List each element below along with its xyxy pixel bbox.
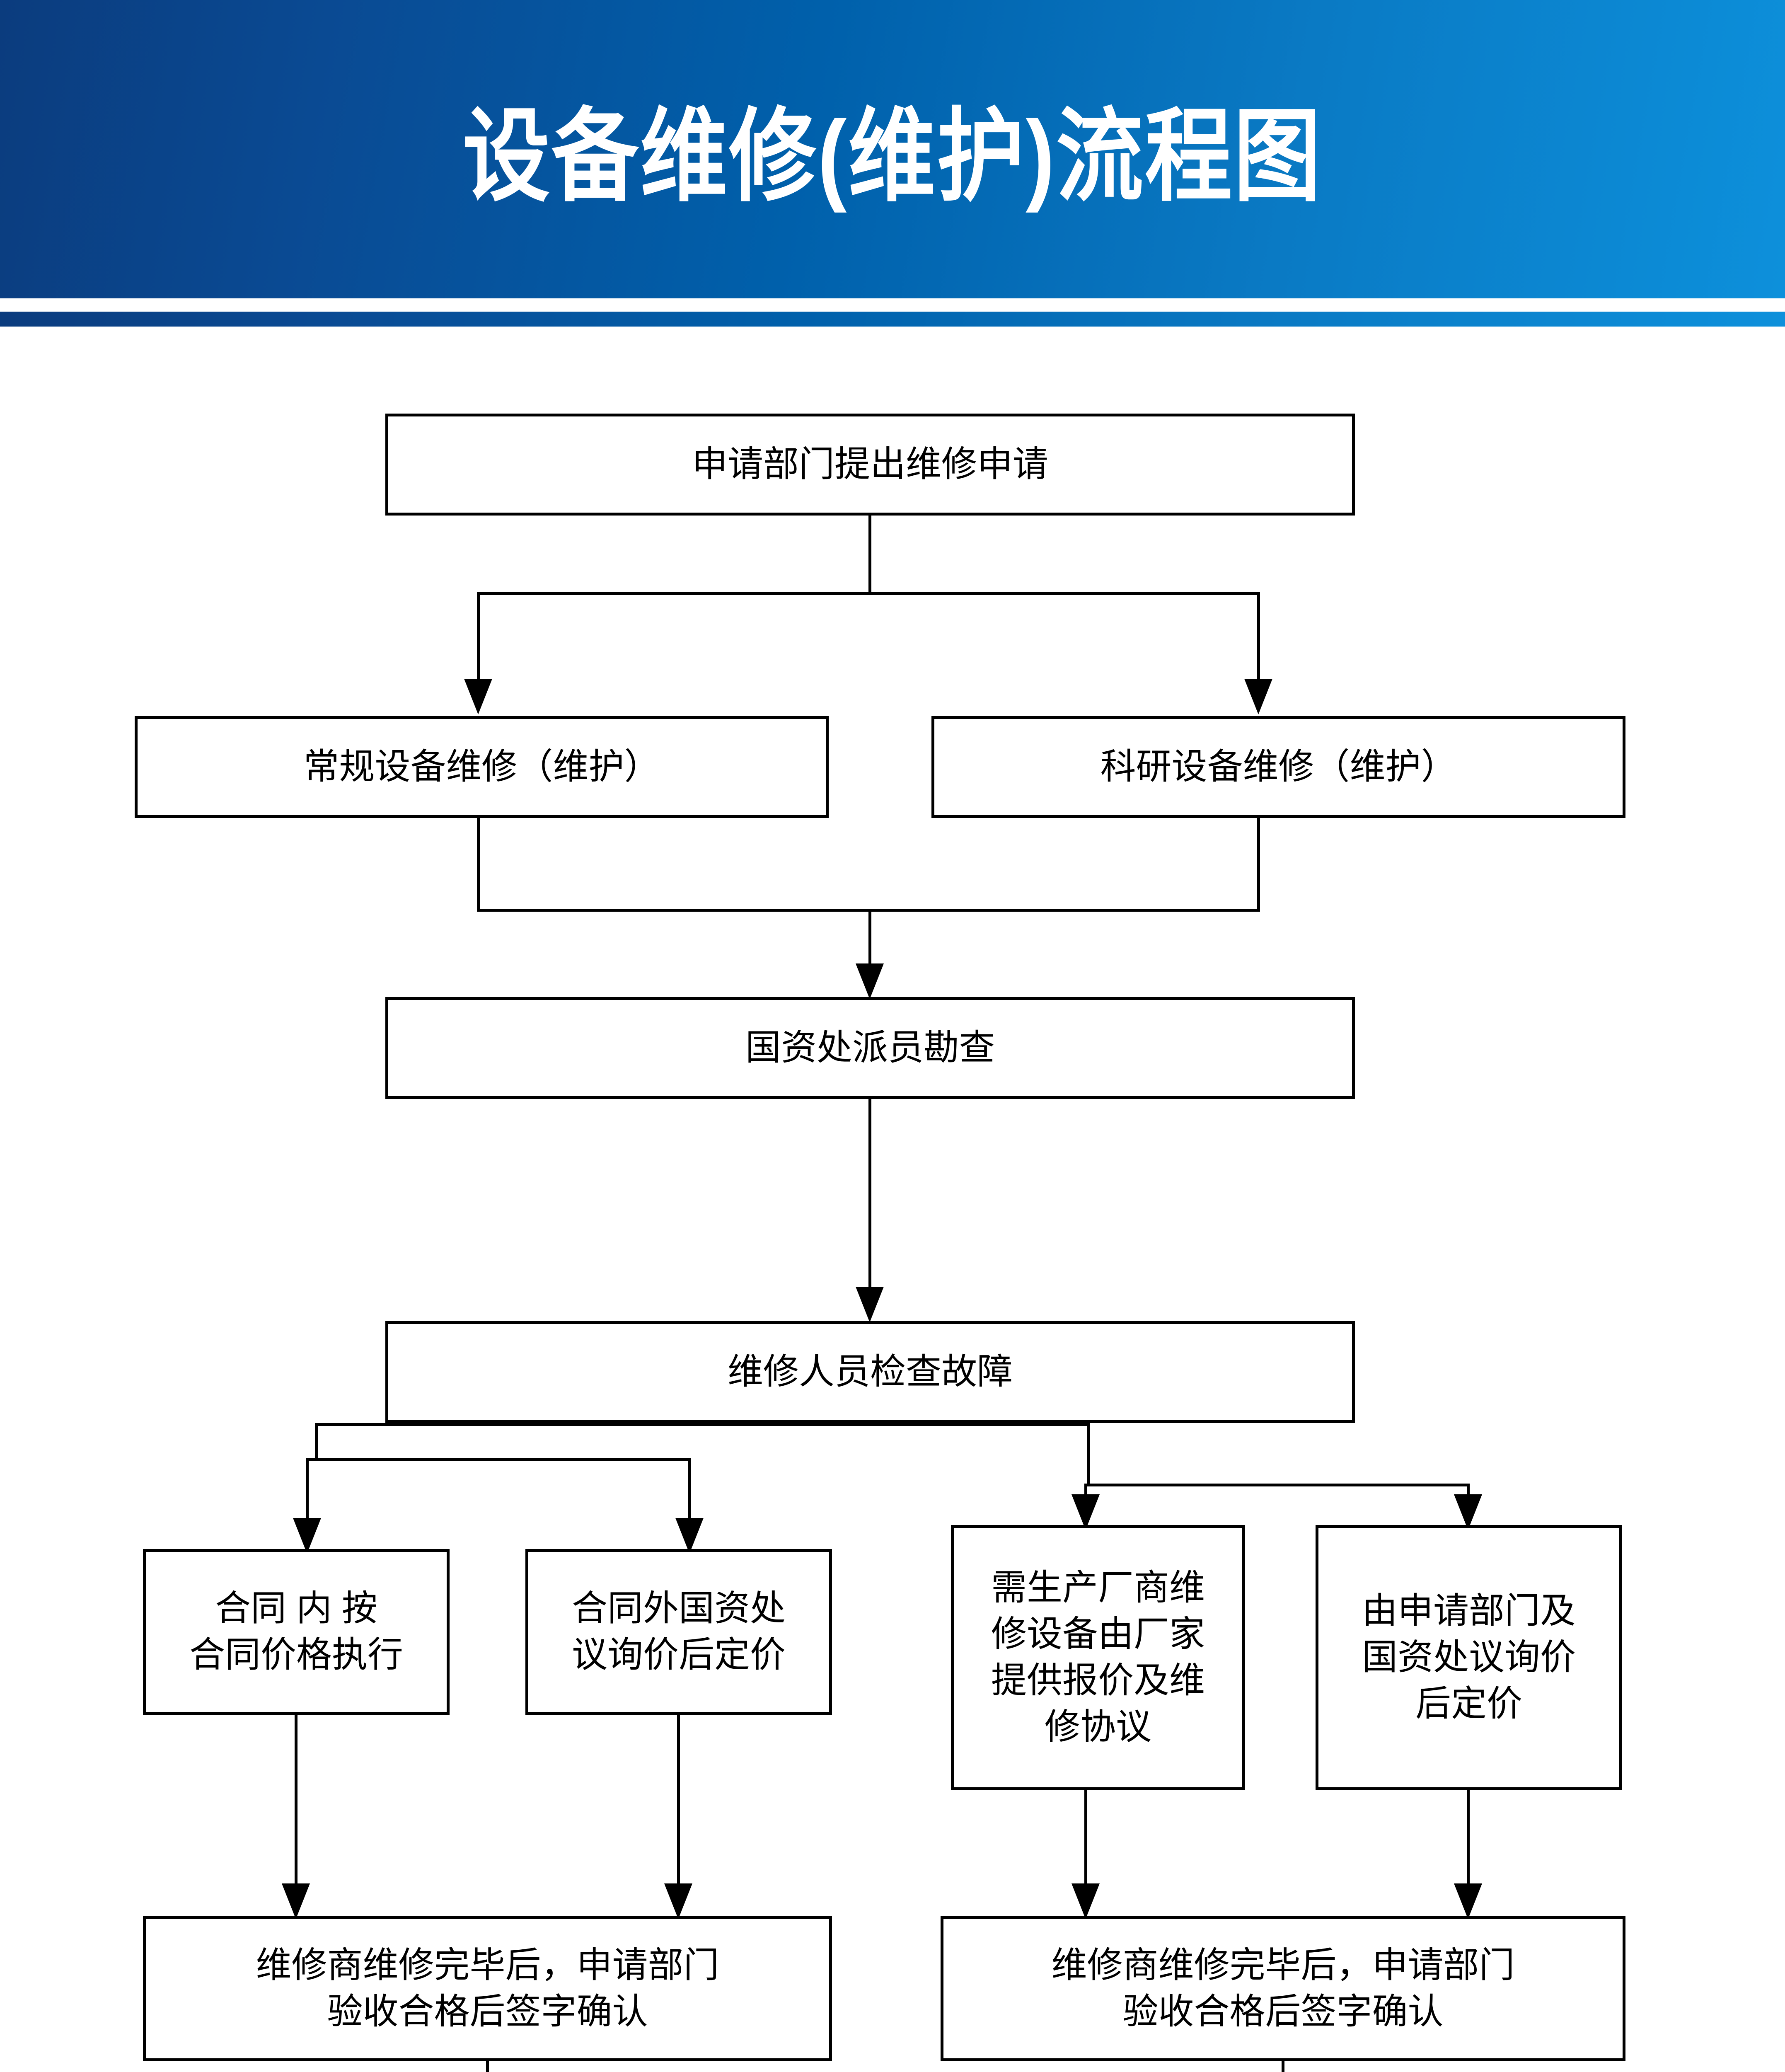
connector-row2-right-down (1257, 592, 1260, 680)
header-banner (0, 0, 1785, 298)
connector-split-stage1-right (1087, 1423, 1090, 1486)
connector-n4-to-n5 (868, 1099, 871, 1290)
connector-merge-to-n4 (868, 909, 871, 966)
arrow-n8-to-n11 (1071, 1883, 1100, 1919)
connector-split-row2 (477, 592, 1260, 595)
flow-node-acceptance-left-label: 维修商维修完毕后，申请部门 验收合格后签字确认 (256, 1945, 719, 2031)
connector-branch-n6 (306, 1458, 309, 1520)
flow-node-out-contract-price-label: 合同外国资处 议询价后定价 (572, 1588, 786, 1675)
arrow-n9-to-n11 (1454, 1883, 1482, 1919)
arrow-to-n6 (293, 1518, 321, 1554)
connector-n3-down (1257, 818, 1260, 912)
arrow-n6-to-n10 (282, 1883, 310, 1919)
flow-node-manufacturer-repair-label: 需生产厂商维 修设备由厂家 提供报价及维 修协议 (991, 1568, 1205, 1747)
connector-split-left-pair (306, 1458, 691, 1461)
flow-node-research-repair[interactable]: 科研设备维修（维护） (931, 716, 1625, 818)
connector-n8-down (1084, 1790, 1087, 1915)
flow-node-dept-negotiate-price[interactable]: 由申请部门及 国资处议询价 后定价 (1316, 1525, 1622, 1790)
connector-n9-down (1467, 1790, 1470, 1915)
connector-split-stage1 (315, 1423, 1090, 1426)
connector-branch-n7 (688, 1458, 691, 1520)
page-title: 设备维修(维护)流程图 (462, 99, 1323, 213)
flow-node-inspect-fault[interactable]: 维修人员检查故障 (385, 1321, 1355, 1423)
flow-node-apply-label: 申请部门提出维修申请 (692, 444, 1048, 484)
arrow-to-n4 (856, 963, 884, 999)
flow-node-dept-negotiate-price-label: 由申请部门及 国资处议询价 后定价 (1362, 1591, 1576, 1723)
flow-node-acceptance-left[interactable]: 维修商维修完毕后，申请部门 验收合格后签字确认 (143, 1916, 832, 2061)
header-accent-rule (0, 312, 1785, 327)
arrow-to-n5 (856, 1287, 884, 1322)
connector-n10-to-n12 (486, 2061, 489, 2072)
arrow-to-n2 (464, 679, 492, 714)
flow-node-manufacturer-repair[interactable]: 需生产厂商维 修设备由厂家 提供报价及维 修协议 (951, 1525, 1245, 1790)
connector-n7-down (677, 1715, 680, 1914)
arrow-to-n3 (1244, 679, 1272, 714)
arrow-to-n8 (1071, 1494, 1100, 1530)
flow-node-acceptance-right-label: 维修商维修完毕后，申请部门 验收合格后签字确认 (1051, 1945, 1515, 2031)
flow-node-in-contract-price[interactable]: 合同 内 按 合同价格执行 (143, 1549, 450, 1715)
arrow-n7-to-n10 (664, 1883, 692, 1919)
connector-n1-down (868, 516, 871, 593)
flow-node-inspect-fault-label: 维修人员检查故障 (728, 1352, 1013, 1392)
flow-node-survey[interactable]: 国资处派员勘查 (385, 997, 1355, 1099)
flow-node-out-contract-price[interactable]: 合同外国资处 议询价后定价 (525, 1549, 832, 1715)
arrow-to-n7 (675, 1518, 704, 1554)
flow-node-in-contract-price-label: 合同 内 按 合同价格执行 (189, 1588, 403, 1675)
connector-n11-to-n13 (1282, 2061, 1284, 2072)
flow-node-acceptance-right[interactable]: 维修商维修完毕后，申请部门 验收合格后签字确认 (941, 1916, 1625, 2061)
flow-node-apply[interactable]: 申请部门提出维修申请 (385, 414, 1355, 516)
connector-row2-left-down (477, 592, 480, 680)
connector-split-stage1-left (315, 1423, 318, 1460)
connector-n2-down (477, 818, 480, 912)
connector-split-right-pair (1084, 1484, 1470, 1486)
connector-n6-down (295, 1715, 298, 1914)
flow-node-routine-repair-label: 常规设备维修（维护） (303, 747, 660, 787)
header-white-gap (0, 298, 1785, 312)
flow-node-research-repair-label: 科研设备维修（维护） (1100, 747, 1457, 787)
flow-node-survey-label: 国资处派员勘查 (745, 1028, 995, 1068)
arrow-to-n9 (1454, 1494, 1482, 1530)
flow-node-routine-repair[interactable]: 常规设备维修（维护） (135, 716, 829, 818)
